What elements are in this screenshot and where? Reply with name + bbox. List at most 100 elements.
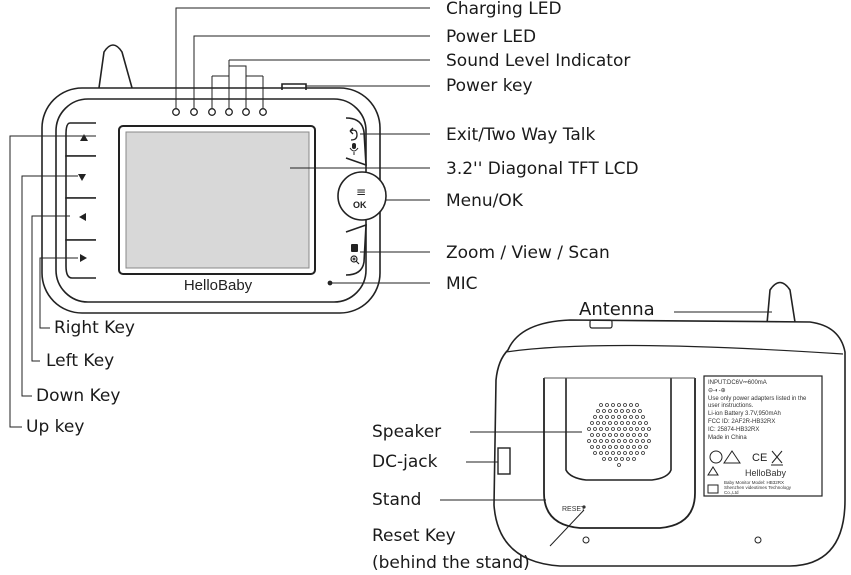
front-leader-lines	[9, 7, 430, 428]
label-exit-talk: Exit/Two Way Talk	[446, 125, 596, 145]
camera-icon	[351, 244, 358, 252]
grille-hole	[608, 445, 612, 449]
grille-hole	[599, 403, 603, 407]
grille-hole	[647, 439, 651, 443]
grille-hole	[641, 415, 645, 419]
label-right-key: Right Key	[54, 318, 135, 338]
grille-hole	[632, 445, 636, 449]
grille-hole	[626, 457, 630, 461]
grille-hole	[632, 409, 636, 413]
menu-icon: ≡	[356, 185, 366, 199]
grille-hole	[605, 451, 609, 455]
zoom-icon	[350, 255, 360, 265]
grille-hole	[620, 457, 624, 461]
grille-hole	[611, 439, 615, 443]
sound-led-3	[242, 108, 250, 116]
grille-hole	[614, 457, 618, 461]
grille-hole	[605, 427, 609, 431]
grille-hole	[626, 433, 630, 437]
label-zoom: Zoom / View / Scan	[446, 243, 610, 263]
label-left-key: Left Key	[46, 351, 115, 371]
grille-hole	[587, 427, 591, 431]
grille-hole	[599, 415, 603, 419]
top-notch	[589, 319, 613, 329]
svg-text:CE: CE	[752, 452, 767, 464]
grille-hole	[626, 409, 630, 413]
rating-label	[703, 375, 823, 497]
rating-small-3: Co.,Ltd	[724, 490, 739, 495]
right-arrow-icon	[80, 254, 87, 262]
grille-hole	[605, 439, 609, 443]
label-power-key: Power key	[446, 76, 533, 96]
rating-label-text: INPUT:DC6V⎓600mA ⊖-◐-⊕ Use only power ad…	[708, 380, 807, 495]
grille-hole	[599, 439, 603, 443]
grille-hole	[590, 433, 594, 437]
charging-led	[172, 108, 180, 116]
rating-line-2: ⊖-◐-⊕	[708, 388, 726, 394]
grille-hole	[623, 415, 627, 419]
grille-hole	[593, 451, 597, 455]
grille-hole	[617, 463, 621, 467]
rating-line-6: FCC ID: 2AF2R-HB32RX	[708, 419, 775, 425]
grille-hole	[605, 415, 609, 419]
grille-hole	[641, 451, 645, 455]
power-key	[281, 83, 307, 90]
label-up-key: Up key	[26, 417, 85, 437]
grille-hole	[629, 415, 633, 419]
grille-hole	[587, 439, 591, 443]
grille-hole	[596, 421, 600, 425]
grille-hole	[629, 451, 633, 455]
grille-hole	[596, 445, 600, 449]
rating-line-5: Li-ion Battery 3.7V,950mAh	[708, 411, 781, 417]
grille-hole	[617, 439, 621, 443]
microphone-icon	[349, 143, 359, 155]
grille-hole	[644, 433, 648, 437]
grille-hole	[599, 427, 603, 431]
grille-hole	[629, 403, 633, 407]
back-view	[493, 281, 846, 567]
grille-hole	[608, 433, 612, 437]
grille-hole	[620, 409, 624, 413]
grille-hole	[608, 421, 612, 425]
rating-line-3: Use only power adapters listed in the	[708, 396, 807, 402]
left-button	[65, 197, 96, 241]
speaker-grille-icon	[587, 403, 651, 467]
grille-hole	[632, 433, 636, 437]
lcd-screen	[125, 131, 310, 269]
left-arrow-icon	[79, 213, 86, 221]
grille-hole	[626, 421, 630, 425]
menu-ok-button	[337, 171, 387, 221]
stand-outer	[543, 378, 696, 529]
grille-hole	[593, 439, 597, 443]
grille-hole	[635, 415, 639, 419]
grille-hole	[647, 427, 651, 431]
screen-bezel	[118, 125, 316, 275]
grille-hole	[602, 457, 606, 461]
label-charging-led: Charging LED	[446, 0, 562, 19]
grille-hole	[593, 415, 597, 419]
grille-hole	[623, 451, 627, 455]
grille-hole	[608, 409, 612, 413]
left-button-column	[65, 122, 96, 279]
grille-hole	[611, 427, 615, 431]
grille-hole	[635, 427, 639, 431]
back-leader-lines	[440, 311, 772, 547]
rating-brand: HelloBaby	[745, 468, 787, 478]
dc-jack	[497, 447, 511, 475]
grille-hole	[638, 421, 642, 425]
grille-hole	[590, 445, 594, 449]
label-sound-level: Sound Level Indicator	[446, 51, 631, 71]
label-power-led: Power LED	[446, 27, 537, 47]
label-down-key: Down Key	[36, 386, 121, 406]
grille-hole	[635, 439, 639, 443]
grille-hole	[617, 427, 621, 431]
grille-hole	[614, 433, 618, 437]
label-stand: Stand	[372, 490, 422, 510]
led-row	[172, 108, 267, 116]
label-antenna: Antenna	[579, 299, 655, 320]
grille-hole	[611, 403, 615, 407]
reset-print: RESET	[562, 506, 586, 513]
grille-hole	[605, 403, 609, 407]
label-lcd: 3.2'' Diagonal TFT LCD	[446, 159, 639, 179]
